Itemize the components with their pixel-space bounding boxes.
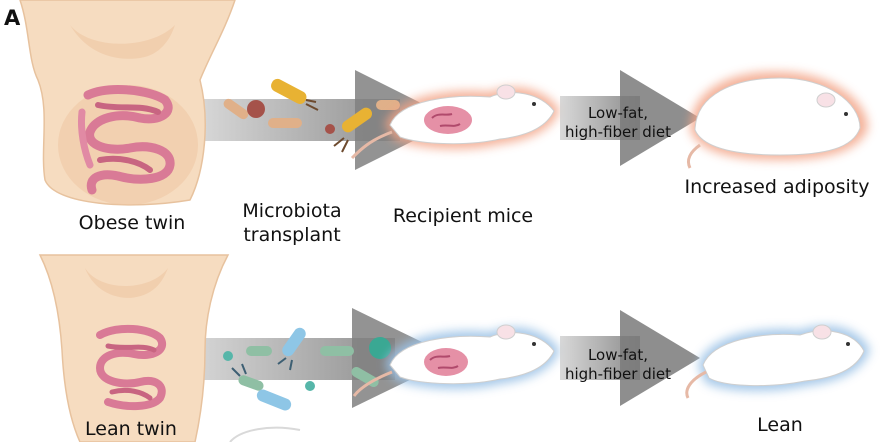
transplant-label: transplant <box>243 224 341 246</box>
obese-outcome-mouse <box>686 71 868 169</box>
decorative-arc <box>229 426 301 442</box>
lean-twin-label: Lean twin <box>85 418 177 440</box>
diet-label-top-line2: high-fiber diet <box>564 123 672 141</box>
lean-intestine <box>95 324 166 411</box>
obese-twin-label: Obese twin <box>78 212 186 234</box>
diet-label-bottom-line1: Low-fat, <box>587 346 649 364</box>
microbiota-label: Microbiota <box>242 200 342 222</box>
recipient-mice-label: Recipient mice <box>392 205 534 227</box>
obese-intestine <box>78 85 175 195</box>
bacteria-cluster-bottom <box>223 327 391 411</box>
diet-arrow-bottom <box>560 310 700 406</box>
diet-label-top-line1: Low-fat, <box>587 104 649 122</box>
diet-label-bottom-line2: high-fiber diet <box>564 365 672 383</box>
increased-adiposity-label: Increased adiposity <box>684 176 870 198</box>
panel-letter: A <box>4 6 21 30</box>
recipient-mouse-bottom <box>352 324 560 397</box>
bacteria-cluster-top <box>223 78 400 153</box>
diet-arrow-top <box>560 70 700 166</box>
recipient-mouse-top <box>350 84 560 160</box>
lean-outcome-mouse <box>685 324 870 399</box>
lean-outcome-label: Lean <box>757 414 803 436</box>
